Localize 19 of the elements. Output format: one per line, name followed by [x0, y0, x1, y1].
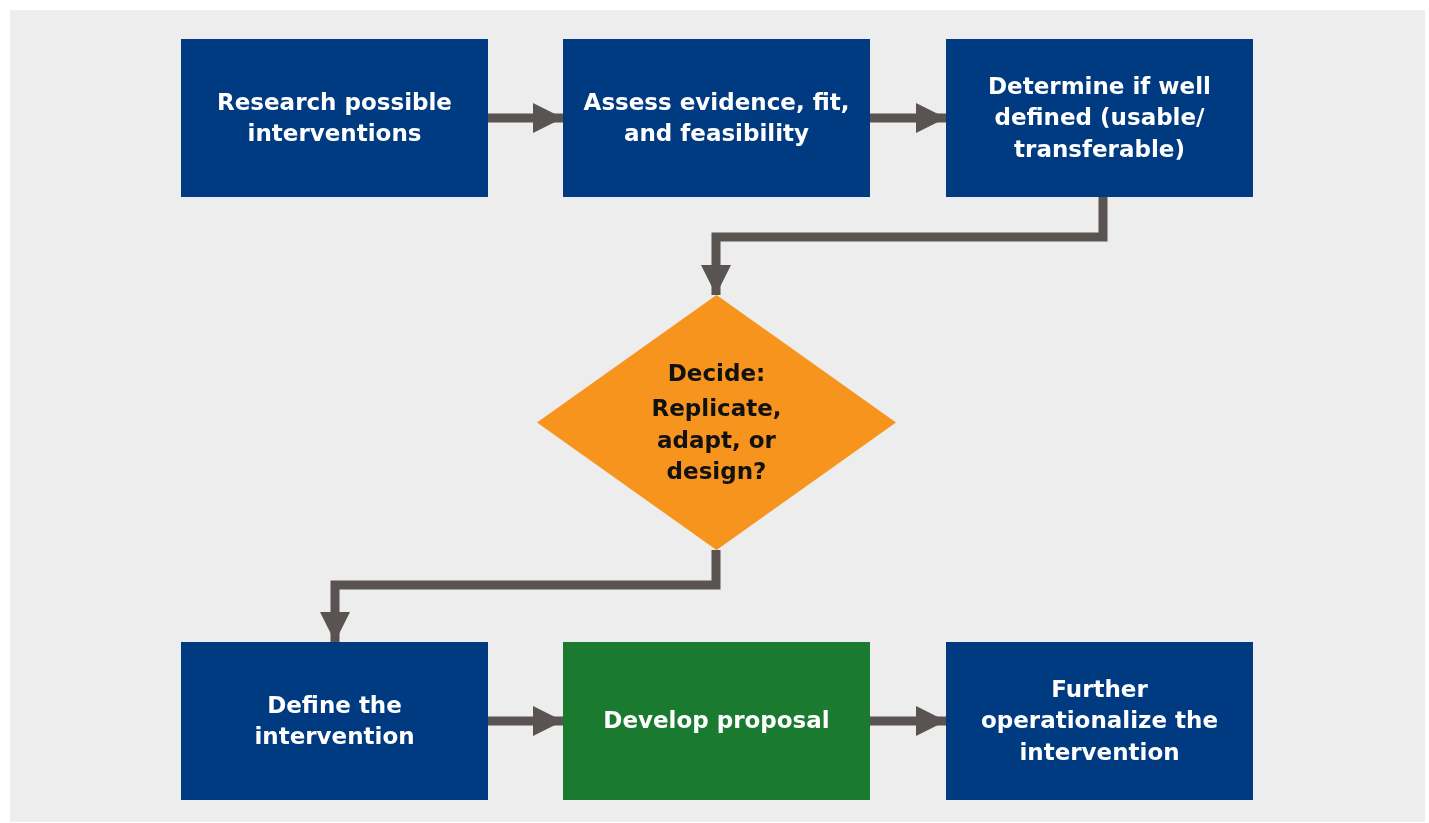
- step-label: Assess evidence, fit, and feasibility: [582, 87, 851, 148]
- arrow: [320, 550, 721, 642]
- step-label: Replicate, adapt, or design?: [650, 394, 783, 486]
- process-box: [181, 39, 488, 197]
- arrow: [488, 103, 563, 133]
- arrow: [870, 103, 946, 133]
- process-box: [181, 642, 488, 800]
- process-box: [563, 642, 870, 800]
- arrow: [870, 706, 946, 736]
- decision-heading: Decide:: [667, 359, 766, 389]
- arrow: [488, 706, 563, 736]
- process-box: [946, 642, 1253, 800]
- step-label: Define the intervention: [253, 690, 416, 751]
- process-box: [946, 39, 1253, 197]
- step-label: Further operationalize the intervention: [980, 675, 1219, 767]
- step-label: Research possible interventions: [216, 87, 453, 148]
- step-label: Develop proposal: [603, 706, 830, 736]
- process-box: [563, 39, 870, 197]
- step-label: Determine if well defined (usable/ transferable): [987, 72, 1212, 164]
